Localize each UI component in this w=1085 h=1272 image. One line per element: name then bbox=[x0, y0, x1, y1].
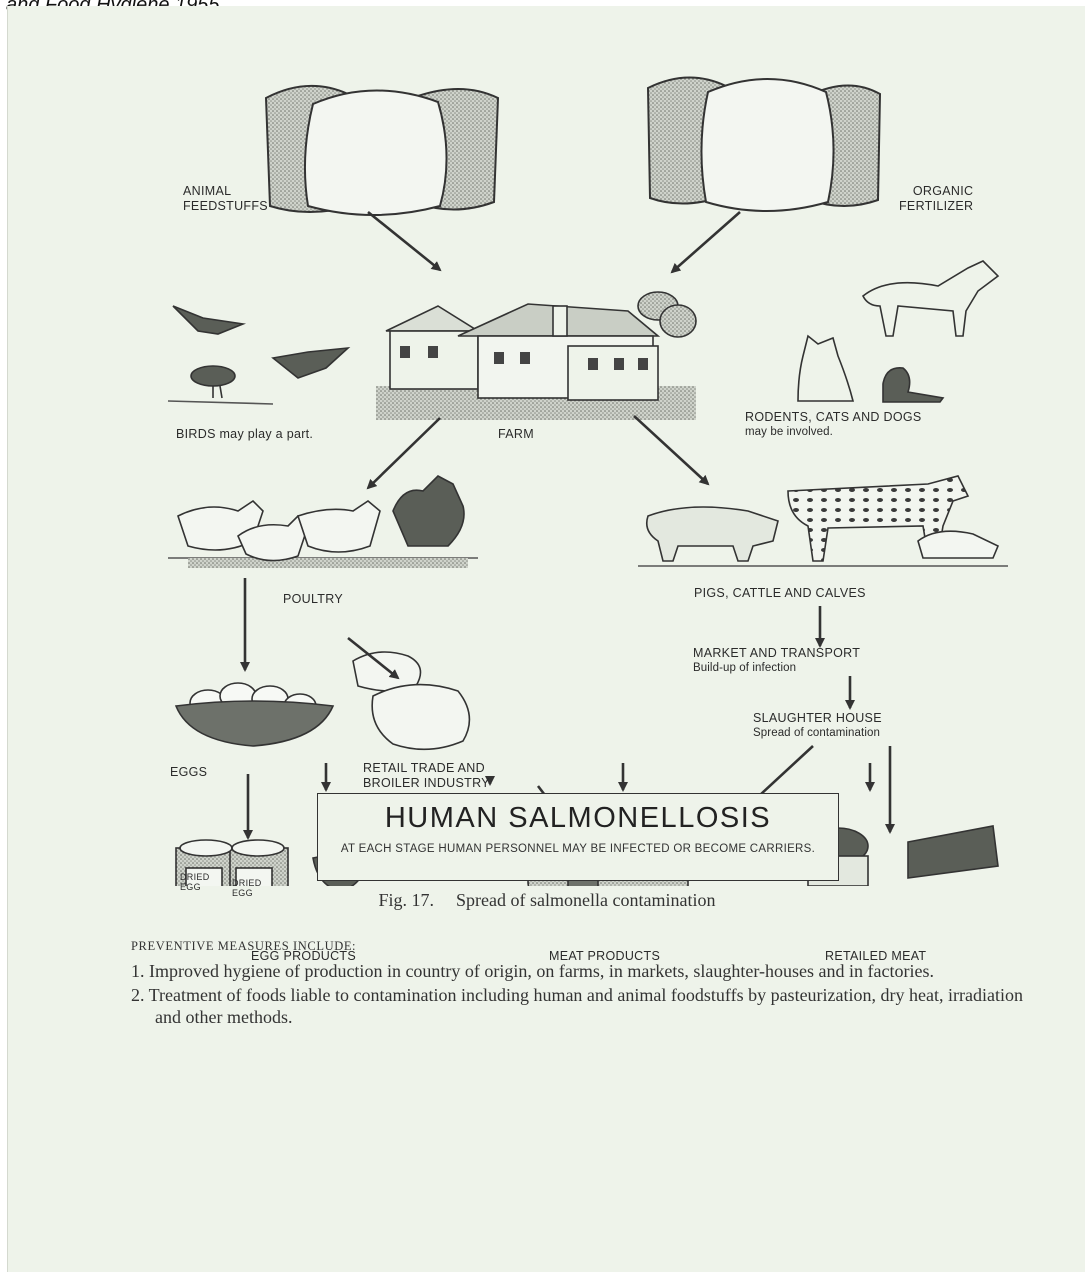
label-birds: BIRDS may play a part. bbox=[176, 427, 313, 442]
label-pigs-cattle: PIGS, CATTLE AND CALVES bbox=[694, 586, 866, 601]
label-eggs: EGGS bbox=[170, 765, 207, 780]
label-dried-egg-1: DRIED EGG bbox=[180, 872, 210, 892]
label-market-sub: Build-up of infection bbox=[693, 661, 860, 676]
human-salmonellosis-note: AT EACH STAGE HUMAN PERSONNEL MAY BE INF… bbox=[318, 842, 838, 856]
label-slaughter-main: SLAUGHTER HOUSE bbox=[753, 711, 882, 725]
label-animal-feedstuffs: ANIMAL FEEDSTUFFS bbox=[183, 184, 268, 214]
figure-number: Fig. 17. bbox=[379, 890, 435, 910]
label-market-main: MARKET AND TRANSPORT bbox=[693, 646, 860, 660]
connector-arrows-overlay bbox=[8, 6, 1085, 886]
label-slaughter: SLAUGHTER HOUSE Spread of contamination bbox=[753, 711, 882, 741]
label-rodents: RODENTS, CATS AND DOGS may be involved. bbox=[745, 410, 922, 440]
label-poultry: POULTRY bbox=[283, 592, 343, 607]
preventive-item: 1. Improved hygiene of production in cou… bbox=[131, 960, 1031, 982]
preventive-item: 2. Treatment of foods liable to contamin… bbox=[131, 984, 1031, 1028]
label-market: MARKET AND TRANSPORT Build-up of infecti… bbox=[693, 646, 860, 676]
human-salmonellosis-box: HUMAN SALMONELLOSIS AT EACH STAGE HUMAN … bbox=[317, 793, 839, 881]
preventive-measures: PREVENTIVE MEASURES INCLUDE: 1. Improved… bbox=[131, 939, 1031, 1030]
label-farm: FARM bbox=[498, 427, 534, 442]
preventive-heading: PREVENTIVE MEASURES INCLUDE: bbox=[131, 939, 1031, 954]
label-slaughter-sub: Spread of contamination bbox=[753, 726, 882, 741]
figure-caption: Fig. 17. Spread of salmonella contaminati… bbox=[8, 890, 1085, 911]
label-rodents-sub: may be involved. bbox=[745, 425, 922, 440]
book-page: ANIMAL FEEDSTUFFS ORGANIC FERTILIZER BIR… bbox=[7, 6, 1085, 1272]
figure-caption-text: Spread of salmonella contamination bbox=[456, 890, 715, 910]
human-salmonellosis-title: HUMAN SALMONELLOSIS bbox=[318, 802, 838, 834]
label-rodents-main: RODENTS, CATS AND DOGS bbox=[745, 410, 922, 424]
label-retail-trade: RETAIL TRADE AND BROILER INDUSTRY bbox=[363, 761, 490, 791]
label-organic-fertilizer: ORGANIC FERTILIZER bbox=[899, 184, 973, 214]
